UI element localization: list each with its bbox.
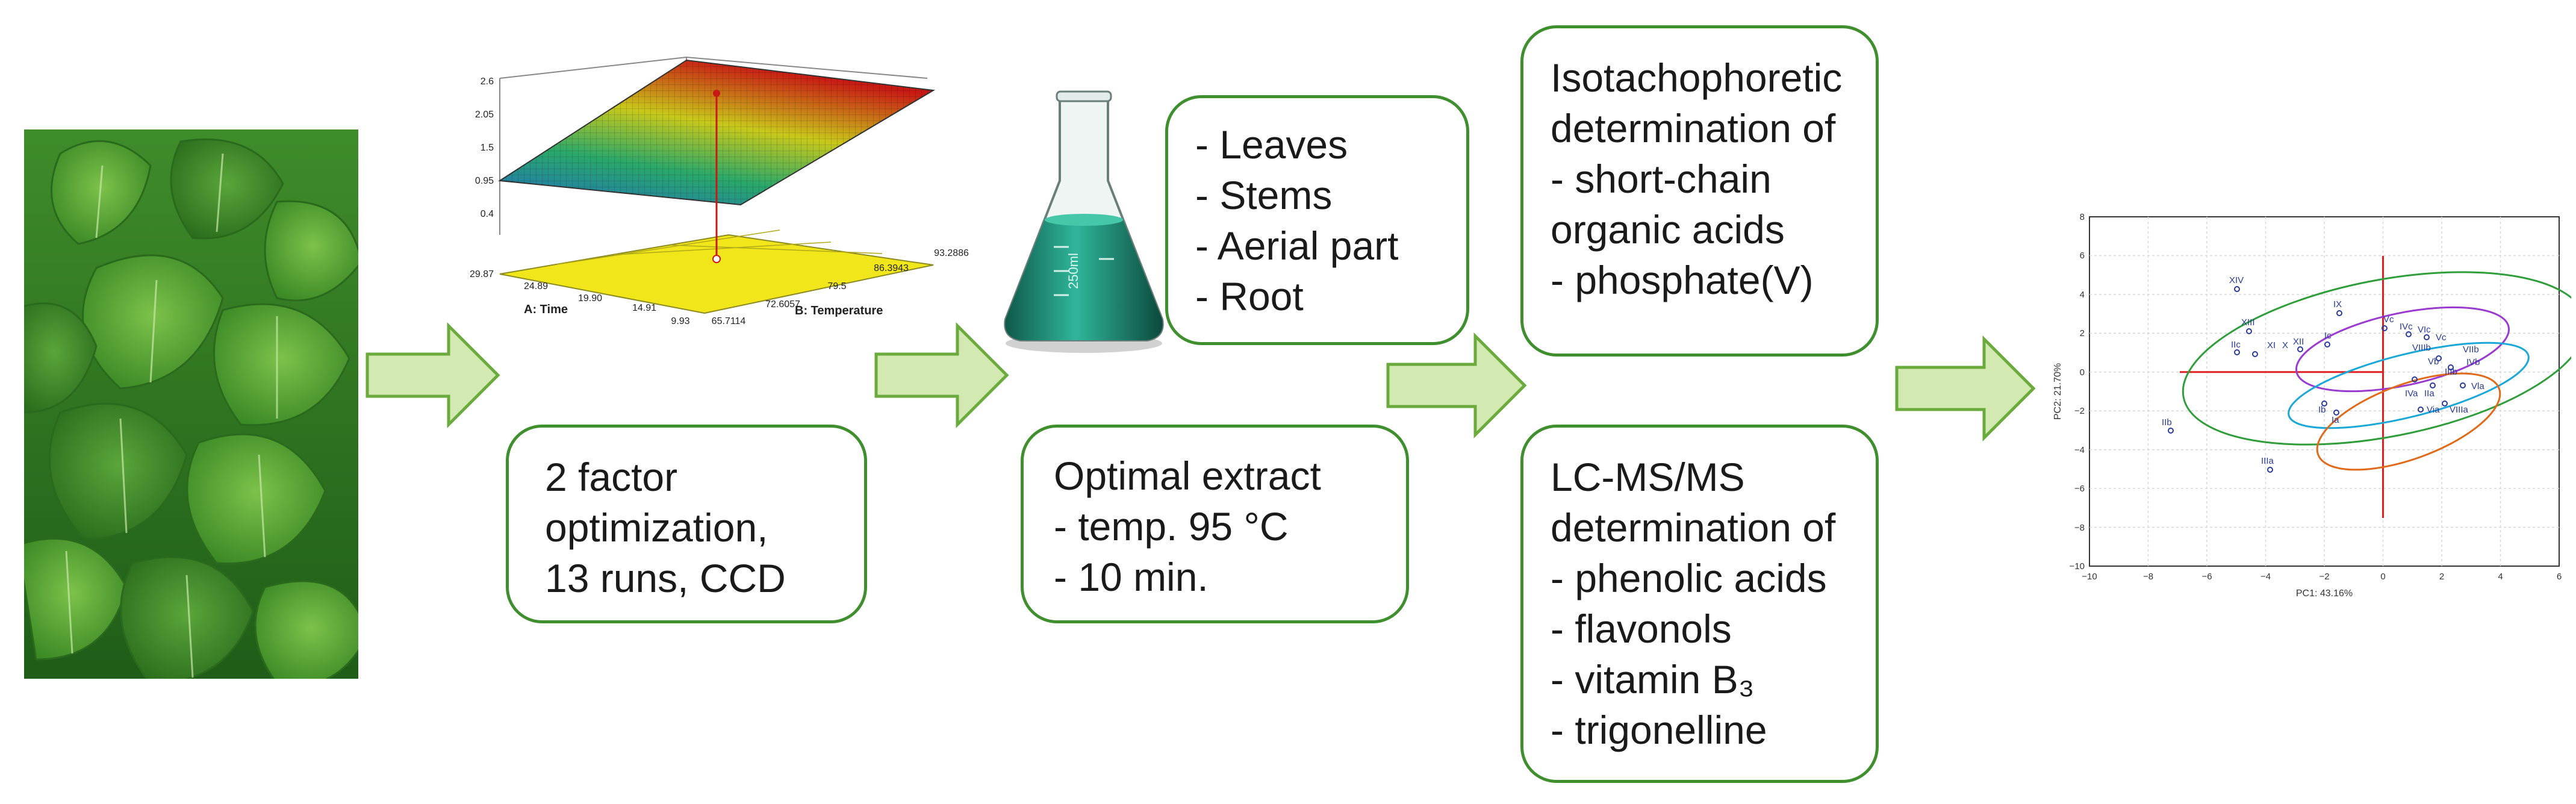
pca-point-label: VIIIb: [2412, 343, 2431, 353]
b-axis-tick: 79.5: [827, 281, 846, 291]
z-tick-label: 1.5: [481, 143, 494, 153]
optimization-box: 2 factor optimization, 13 runs, CCD: [506, 425, 867, 623]
a-axis-tick: 29.87: [470, 269, 494, 279]
x-tick-label: 2: [2439, 572, 2444, 582]
x-tick-label: −6: [2201, 572, 2212, 582]
pca-point-label: IIb: [2162, 417, 2172, 428]
b-axis-tick: 65.7114: [712, 316, 746, 326]
lcms-line: - vitamin B₃: [1551, 657, 1755, 702]
lcms-line: - flavonols: [1551, 606, 1732, 651]
lcms-line: - phenolic acids: [1551, 556, 1827, 600]
a-axis-label: A: Time: [524, 303, 568, 316]
flow-arrow-1: [366, 322, 500, 429]
y-tick-label: 6: [2080, 251, 2085, 261]
y-tick-label: −10: [2070, 561, 2085, 572]
pca-point-label: Vb: [2428, 357, 2439, 367]
itp-line: Isotachophoretic: [1551, 55, 1843, 100]
lcms-line: - trigonelline: [1551, 708, 1767, 752]
y-tick-label: −4: [2074, 445, 2085, 455]
y-tick-label: 8: [2080, 212, 2085, 222]
pca-point-label: XIII: [2241, 317, 2255, 328]
b-axis-tick: 72.6057: [765, 299, 800, 310]
x-tick-label: 4: [2498, 572, 2503, 582]
pca-point-label: IVb: [2466, 357, 2480, 367]
pca-point-label: IVa: [2405, 388, 2418, 399]
flask-volume-mark: 250ml: [1066, 253, 1081, 289]
pca-point-label: Via: [2427, 405, 2440, 415]
pca-point-label: Ib: [2318, 405, 2326, 415]
pca-point-label: Vla: [2471, 381, 2484, 391]
optimization-line: optimization,: [545, 505, 768, 550]
optimization-line: 2 factor: [545, 455, 678, 499]
flow-arrow-2: [874, 322, 1009, 429]
pca-point-label: Vc: [2436, 332, 2447, 343]
pca-score-plot: XIV XIII IX Vc IVc VIc Vc IIc XI X XII I…: [2053, 212, 2571, 599]
y-tick-label: −8: [2074, 523, 2085, 533]
lcms-box: LC-MS/MS determination of - phenolic aci…: [1520, 425, 1879, 783]
extract-line: - temp. 95 °C: [1054, 504, 1289, 549]
pca-y-axis-label: PC2: 21.70%: [2053, 363, 2063, 420]
pca-point-label: IIIa: [2261, 456, 2274, 466]
itp-line: - short-chain: [1551, 157, 1772, 201]
pca-point-label: IIIb: [2445, 367, 2457, 377]
plant-part-item: - Root: [1195, 274, 1304, 319]
x-tick-label: −8: [2143, 572, 2153, 582]
z-tick-label: 0.4: [481, 209, 494, 219]
a-axis-tick: 14.91: [632, 303, 656, 313]
y-tick-label: 0: [2080, 367, 2085, 378]
itp-line: organic acids: [1551, 207, 1785, 252]
x-tick-label: 0: [2380, 572, 2385, 582]
pca-point-label: Ia: [2332, 415, 2339, 425]
lcms-line: LC-MS/MS: [1551, 455, 1745, 499]
y-tick-label: 4: [2080, 290, 2085, 300]
pca-point-label: XIV: [2229, 275, 2244, 285]
pca-point-label: VIIIa: [2450, 405, 2469, 415]
y-tick-label: −2: [2074, 406, 2085, 416]
flow-arrow-3: [1386, 332, 1527, 439]
pca-point-label: IVc: [2400, 322, 2413, 332]
x-tick-label: −2: [2319, 572, 2329, 582]
pca-point-label: VIc: [2418, 325, 2431, 335]
flow-arrow-4: [1895, 335, 2036, 442]
plant-part-item: - Leaves: [1195, 122, 1348, 167]
pca-point-label: VIIb: [2463, 344, 2479, 355]
y-tick-label: −6: [2074, 484, 2085, 494]
pca-point-label: IIa: [2424, 388, 2434, 399]
b-axis-tick: 86.3943: [874, 263, 909, 273]
pca-point-label: XI: [2267, 340, 2276, 351]
pca-point-label: IIc: [2231, 340, 2241, 350]
extract-line: Optimal extract: [1054, 453, 1321, 498]
pca-point-label: X: [2282, 340, 2288, 351]
erlenmeyer-flask-icon: 250ml: [1004, 90, 1164, 353]
x-tick-label: −4: [2260, 572, 2271, 582]
pca-point-label: Ic: [2324, 331, 2332, 341]
a-axis-tick: 9.93: [671, 316, 689, 326]
plant-part-item: - Stems: [1195, 173, 1333, 217]
plant-parts-box: - Leaves - Stems - Aerial part - Root: [1165, 95, 1469, 345]
isotachophoresis-box: Isotachophoretic determination of - shor…: [1520, 25, 1879, 357]
nettle-plant-photo: [24, 129, 358, 679]
pca-point-label: XII: [2293, 337, 2304, 347]
b-axis-tick: 93.2886: [934, 248, 969, 258]
itp-line: - phosphate(V): [1551, 258, 1814, 302]
pca-point-label: Vc: [2383, 314, 2394, 325]
x-tick-label: 6: [2557, 572, 2562, 582]
optimal-extract-box: Optimal extract - temp. 95 °C - 10 min.: [1021, 425, 1409, 623]
itp-line: determination of: [1551, 106, 1836, 151]
z-tick-label: 2.6: [481, 76, 494, 87]
pca-x-axis-label: PC1: 43.16%: [2296, 588, 2353, 599]
plant-part-item: - Aerial part: [1195, 223, 1399, 268]
pca-point-label: IX: [2333, 299, 2342, 310]
a-axis-tick: 24.89: [524, 281, 548, 291]
b-axis-label: B: Temperature: [795, 304, 883, 317]
optimization-line: 13 runs, CCD: [545, 556, 786, 600]
lcms-line: determination of: [1551, 505, 1836, 550]
extract-line: - 10 min.: [1054, 555, 1209, 599]
x-tick-label: −10: [2082, 572, 2097, 582]
a-axis-tick: 19.90: [578, 293, 602, 304]
z-tick-label: 0.95: [475, 176, 494, 186]
response-surface-plot: 2.6 2.05 1.5 0.95 0.4 29.87 24.89 19.90 …: [470, 56, 969, 326]
y-tick-label: 2: [2080, 328, 2085, 338]
z-tick-label: 2.05: [475, 110, 494, 120]
